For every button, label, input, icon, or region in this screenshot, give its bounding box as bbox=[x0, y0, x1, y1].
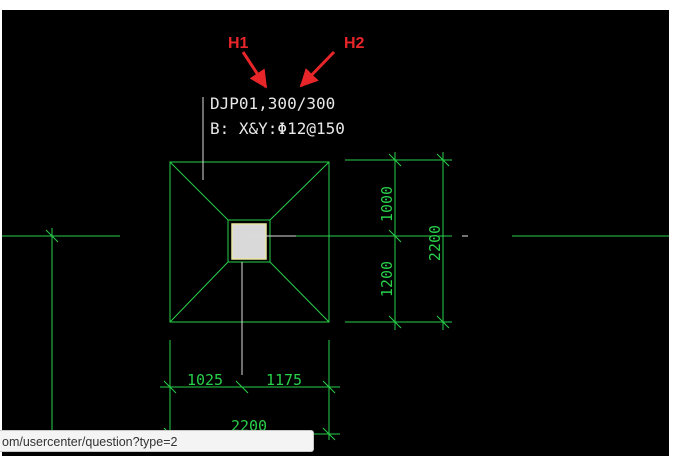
h1-annotation: H1 bbox=[228, 35, 249, 52]
annotation-arrows bbox=[241, 50, 336, 89]
footing-label: DJP01,300/300 bbox=[210, 94, 335, 113]
dim-right-lower: 1200 bbox=[378, 261, 396, 297]
footing-outline bbox=[169, 161, 330, 323]
dim-bottom-left: 1025 bbox=[187, 371, 223, 389]
status-bar-url: om/usercenter/question?type=2 bbox=[0, 430, 314, 452]
dim-bottom-right: 1175 bbox=[266, 371, 302, 389]
right-dimension-lines bbox=[345, 152, 452, 330]
rebar-label: B: X&Y:Φ12@150 bbox=[210, 119, 345, 138]
cad-drawing-canvas[interactable] bbox=[2, 10, 669, 456]
dim-right-total: 2200 bbox=[426, 225, 444, 261]
column-section bbox=[231, 223, 267, 260]
axis-lines bbox=[2, 228, 669, 430]
dim-right-upper: 1000 bbox=[378, 186, 396, 222]
column-axis-lines bbox=[241, 235, 296, 375]
h2-annotation: H2 bbox=[344, 35, 365, 52]
